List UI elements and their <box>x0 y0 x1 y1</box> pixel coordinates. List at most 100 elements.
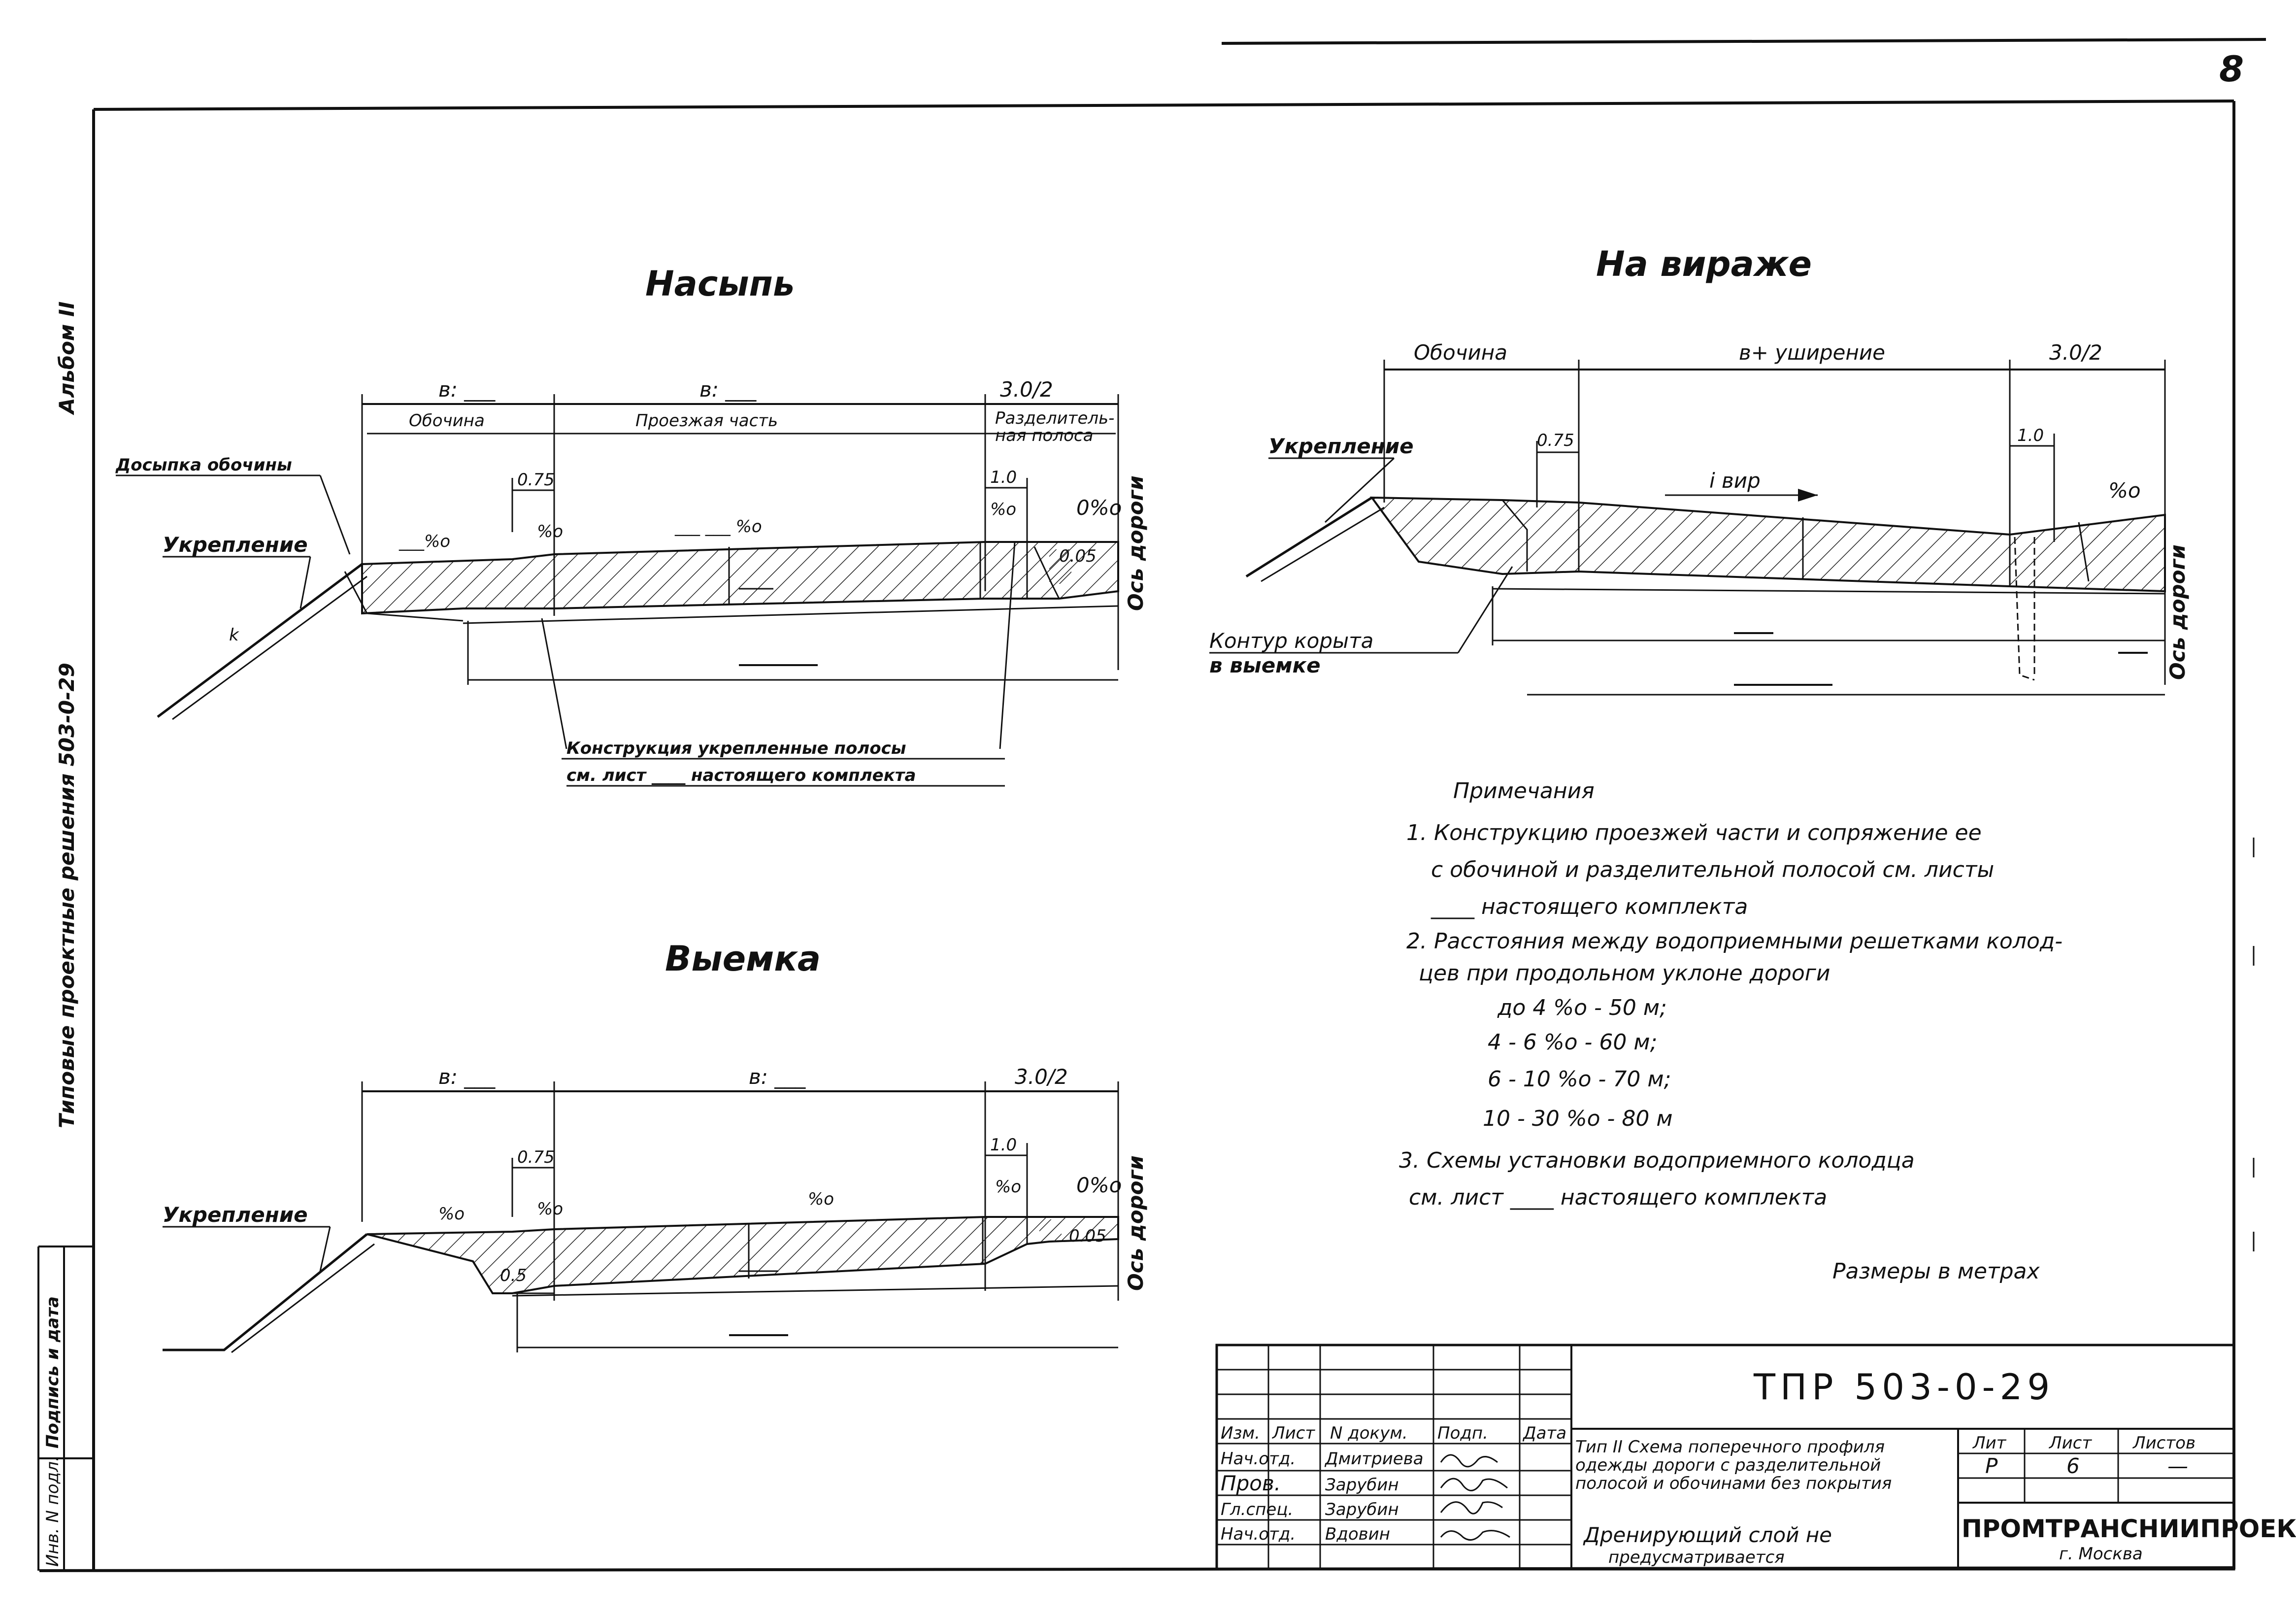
nasyp-razdel-1: Разделитель- <box>995 408 1114 428</box>
vyemka-title: Выемка <box>665 939 821 979</box>
tb-hdr-podp: Подп. <box>1437 1423 1488 1443</box>
tb-r1-role: Нач.отд. <box>1221 1449 1296 1469</box>
tb-r3-name: Зарубин <box>1325 1500 1399 1519</box>
note-2f: 10 - 30 %о - 80 м <box>1483 1106 1673 1131</box>
vyemka-os-dorogi: Ось дороги <box>1124 1155 1148 1291</box>
tb-listov-h: Листов <box>2132 1433 2196 1453</box>
side-inventory-label: Инв. N подл. <box>43 1456 63 1567</box>
note-3b: см. лист ____ настоящего комплекта <box>1409 1185 1827 1210</box>
note-2d: 4 - 6 %о - 60 м; <box>1488 1030 1657 1055</box>
viraj-dim-3: 3.0/2 <box>2049 340 2102 365</box>
nasyp-pm-2: %о <box>537 522 563 541</box>
nasyp-title: Насыпь <box>645 264 795 304</box>
section-viraj: На вираже Обочина в+ уширение 3.0/2 Укре… <box>1209 244 2190 696</box>
vyemka-pm-1: %о <box>438 1204 465 1224</box>
tb-desc-4: Дренирующий слой не <box>1583 1523 1832 1547</box>
tb-lit-h: Лит <box>1972 1433 2007 1453</box>
side-caption: Типовые проектные решения 503-0-29 <box>55 663 79 1128</box>
viraj-kontur-1: Контур корыта <box>1209 629 1373 653</box>
signature-3 <box>1440 1501 1503 1515</box>
vyemka-dim-3: 3.0/2 <box>1015 1065 1068 1089</box>
sheet-frame <box>37 38 2266 1572</box>
viraj-ukreplenie: Укрепление <box>1268 434 1414 458</box>
note-2c: до 4 %о - 50 м; <box>1497 995 1667 1020</box>
note-3a: 3. Схемы установки водоприемного колодца <box>1399 1148 1915 1173</box>
nasyp-dosypka: Досыпка обочины <box>115 455 292 475</box>
tb-r2-name: Зарубин <box>1325 1475 1399 1495</box>
vyemka-dim-b1: в: ___ <box>438 1065 496 1089</box>
tb-listov-v: — <box>2167 1454 2188 1478</box>
viraj-i-vir: i вир <box>1709 469 1761 493</box>
nasyp-dim-b1: в: ___ <box>438 377 496 402</box>
nasyp-dim-b2: в: ___ <box>699 377 757 402</box>
section-vyemka: Выемка в: ___ в: ___ 3.0/2 0.75 1.0 Укре… <box>163 939 1148 1353</box>
note-2a: 2. Расстояния между водоприемными решетк… <box>1406 929 2063 954</box>
tb-desc-1: Тип II Схема поперечного профиля <box>1575 1437 1885 1457</box>
viraj-pm-1: %о <box>2108 478 2141 503</box>
note-2b: цев при продольном уклоне дороги <box>1419 961 1830 986</box>
vyemka-d075: 0.75 <box>517 1147 555 1167</box>
viraj-b-ushirenie: в+ уширение <box>1739 340 1885 365</box>
tb-lit-v: Р <box>1985 1454 1998 1478</box>
viraj-d075: 0.75 <box>1537 431 1574 450</box>
nasyp-d10: 1.0 <box>990 468 1017 487</box>
note-1a: 1. Конструкцию проезжей части и сопряжен… <box>1406 820 1982 845</box>
tb-r4-name: Вдовин <box>1325 1524 1390 1544</box>
nasyp-d075: 0.75 <box>517 470 555 490</box>
tb-list-h: Лист <box>2048 1433 2092 1453</box>
vyemka-pm-3: %о <box>808 1189 834 1209</box>
nasyp-ukreplenie: Укрепление <box>163 533 308 557</box>
vyemka-dim-b2: в: ___ <box>749 1065 806 1089</box>
page-number: 8 <box>2219 48 2244 90</box>
signature-1 <box>1440 1454 1498 1468</box>
notes-dims: Размеры в метрах <box>1832 1259 2040 1284</box>
vyemka-pm-5: 0%о <box>1076 1173 1122 1197</box>
title-block: Изм. Лист N докум. Подп. Дата Нач.отд. Д… <box>1215 1344 2296 1571</box>
nasyp-pm-5: 0%о <box>1076 496 1122 520</box>
nasyp-pm-1: ___%о <box>399 532 450 551</box>
signature-2 <box>1440 1478 1508 1491</box>
nasyp-callout-1: Конструкция укрепленные полосы <box>566 739 906 758</box>
note-1b: с обочиной и разделительной полосой см. … <box>1431 857 1994 882</box>
viraj-title: На вираже <box>1596 244 1812 284</box>
notes-heading: Примечания <box>1453 778 1595 804</box>
nasyp-obochina: Обочина <box>409 411 485 431</box>
viraj-obochina: Обочина <box>1414 340 1507 365</box>
viraj-d10: 1.0 <box>2017 426 2044 445</box>
nasyp-callout-2: см. лист ____ настоящего комплекта <box>566 766 916 785</box>
tb-code: ТПР 503-0-29 <box>1753 1366 2055 1408</box>
nasyp-razdel-2: ная полоса <box>995 426 1093 445</box>
nasyp-dim-3: 3.0/2 <box>1000 377 1053 402</box>
tb-org: ПРОМТРАНСНИИПРОЕКТ <box>1962 1515 2296 1543</box>
tb-desc-3: полосой и обочинами без покрытия <box>1575 1474 1892 1493</box>
tb-r4-role: Нач.отд. <box>1221 1524 1296 1544</box>
viraj-os-dorogi: Ось дороги <box>2165 544 2190 680</box>
tb-r1-name: Дмитриева <box>1324 1449 1424 1469</box>
tb-desc-5: предусматривается <box>1608 1548 1785 1567</box>
section-nasyp: Насыпь в: ___ в: ___ 3.0/2 Обочина Проез… <box>115 264 1148 787</box>
note-2e: 6 - 10 %о - 70 м; <box>1488 1067 1671 1092</box>
nasyp-os-dorogi: Ось дороги <box>1124 475 1148 611</box>
vyemka-d10: 1.0 <box>990 1135 1017 1155</box>
nasyp-pm-4: %о <box>990 500 1016 519</box>
vyemka-pm-4: %о <box>995 1177 1021 1197</box>
tb-r2-role: Пров. <box>1221 1471 1281 1495</box>
tb-hdr-data: Дата <box>1522 1423 1566 1443</box>
vyemka-ukreplenie: Укрепление <box>163 1203 308 1227</box>
nasyp-proezzhaya: Проезжая часть <box>635 411 778 431</box>
side-title: Альбом II <box>55 302 79 415</box>
tb-r3-role: Гл.спец. <box>1221 1500 1293 1519</box>
viraj-kontur-2: в выемке <box>1209 653 1321 677</box>
side-signature-label: Подпись и дата <box>43 1296 63 1448</box>
vyemka-pm-2: %о <box>537 1199 563 1219</box>
nasyp-k: k <box>229 625 239 645</box>
signature-4 <box>1440 1530 1510 1541</box>
tb-hdr-ndok: N докум. <box>1330 1423 1408 1443</box>
tb-hdr-izm: Изм. <box>1221 1423 1260 1443</box>
vyemka-d05: 0.5 <box>500 1266 527 1285</box>
tb-hdr-list: Лист <box>1271 1423 1315 1443</box>
tb-city: г. Москва <box>2059 1544 2143 1564</box>
nasyp-pm-3: ___ ___ %о <box>674 517 762 537</box>
notes: Примечания 1. Конструкцию проезжей части… <box>1399 778 2063 1284</box>
